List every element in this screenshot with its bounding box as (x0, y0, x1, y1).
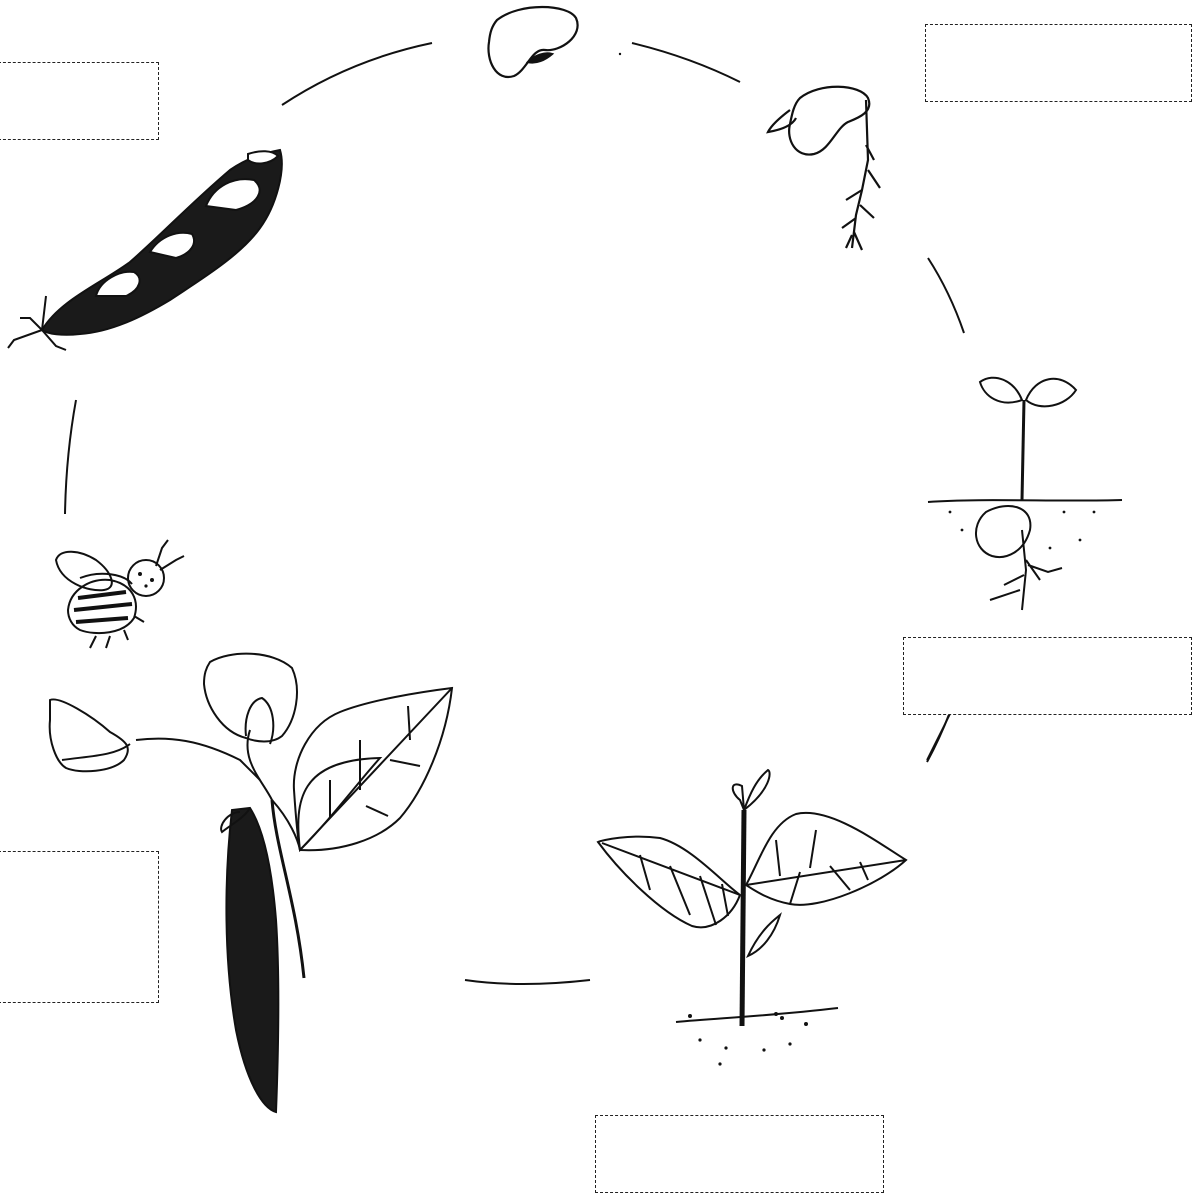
arc-germination-to-seedling (928, 258, 964, 333)
label-box-pod[interactable] (0, 62, 159, 140)
arc-young-plant-to-flowering (465, 980, 590, 984)
label-box-germination[interactable] (925, 24, 1192, 102)
seed-illustration (488, 7, 621, 77)
bee-illustration (56, 540, 184, 648)
germinating-seed-illustration (768, 87, 880, 250)
label-box-flowering[interactable] (0, 851, 159, 1003)
arc-bee-to-pod (65, 400, 76, 514)
label-box-seedling[interactable] (903, 637, 1192, 715)
box-connector-right (927, 714, 950, 760)
seedling-illustration (928, 378, 1122, 610)
label-box-young-plant[interactable] (595, 1115, 884, 1193)
arc-seed-to-pod (282, 43, 432, 105)
seed-pod-illustration (8, 150, 282, 350)
cycle-arcs (65, 43, 964, 984)
arc-seed-to-germination (632, 43, 740, 82)
young-plant-illustration (598, 770, 906, 1066)
